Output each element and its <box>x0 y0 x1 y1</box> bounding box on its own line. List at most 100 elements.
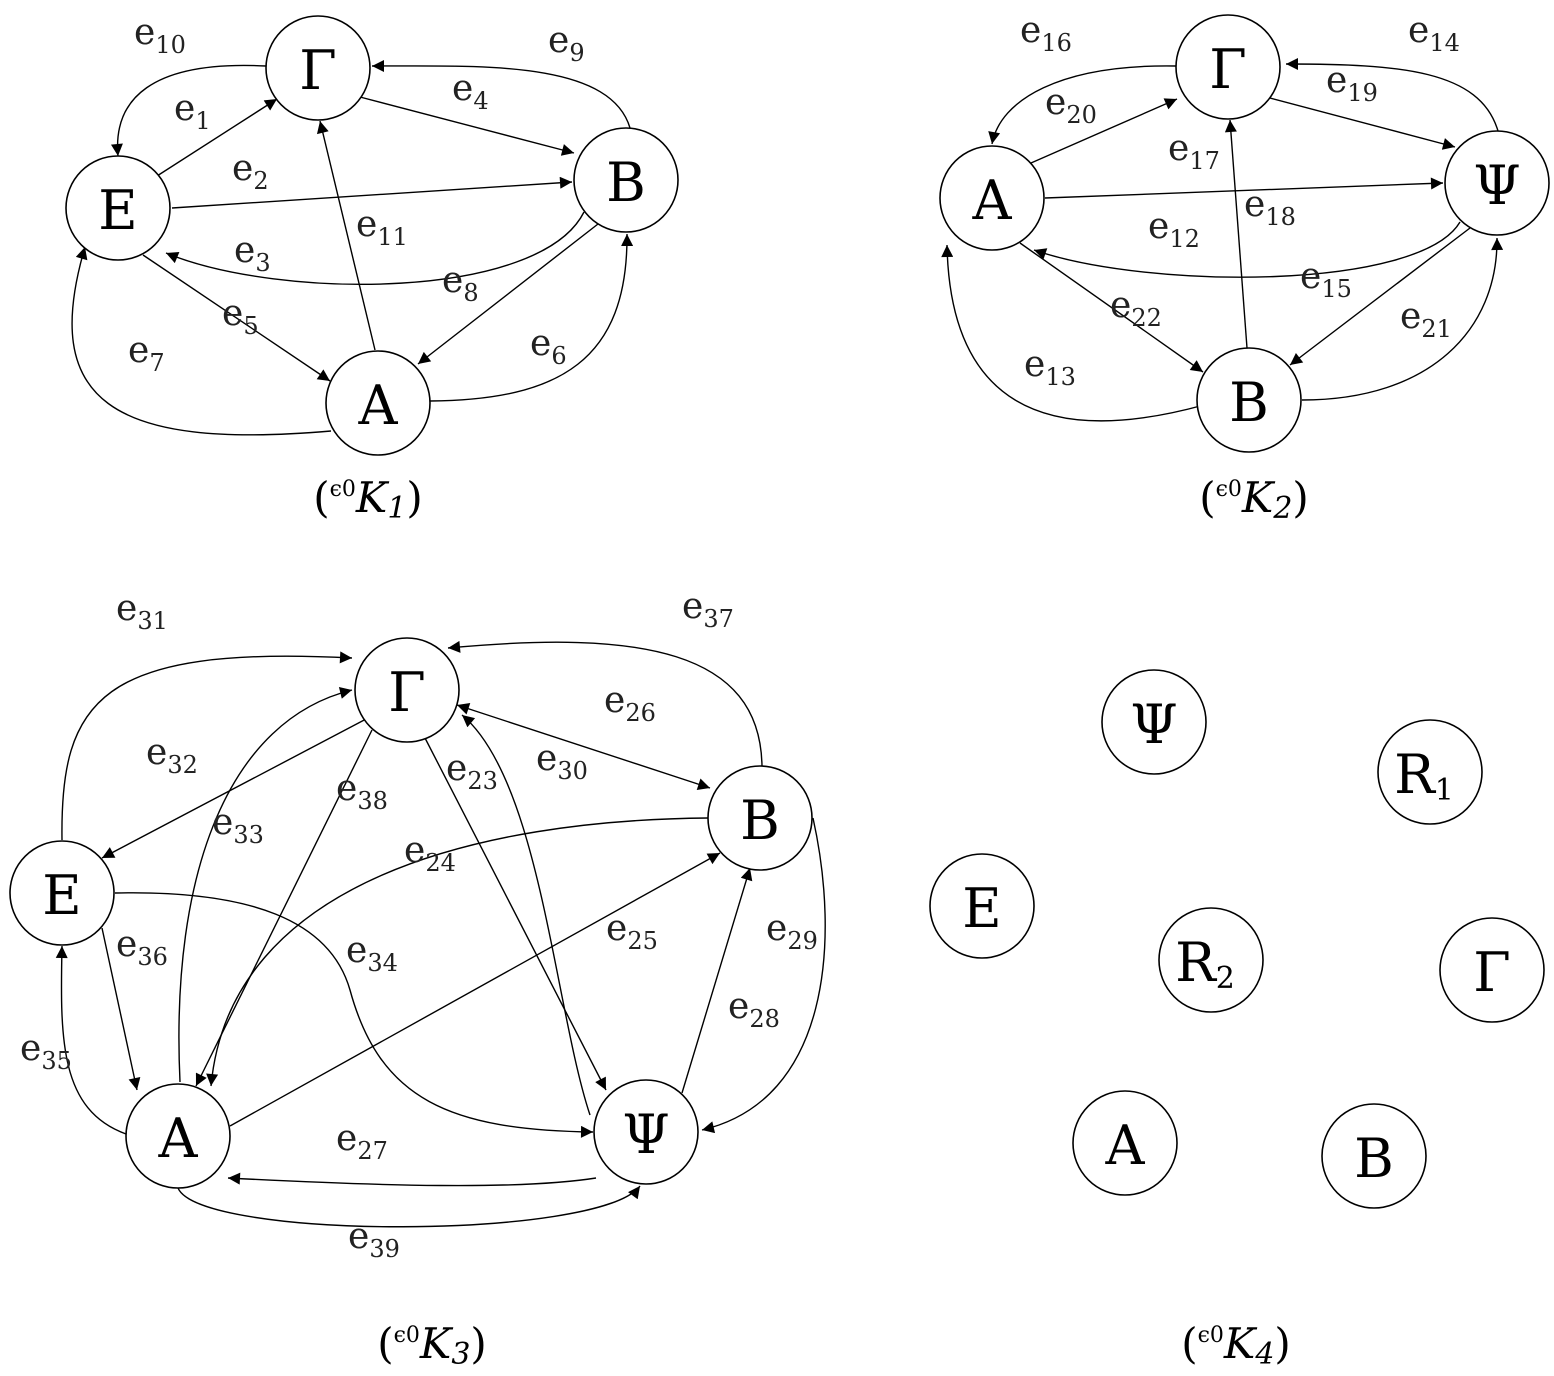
edge-e8 <box>417 223 599 365</box>
node-label: A <box>1105 1114 1146 1177</box>
edge-label-e8: e8 <box>442 260 479 307</box>
edge-e3 <box>165 211 585 285</box>
edge-label-e20: e20 <box>1045 82 1097 129</box>
node-label: R1 <box>1394 743 1454 808</box>
edge-e19 <box>1269 97 1456 150</box>
edge-e6 <box>429 233 634 402</box>
node-K3-E: E <box>9 840 115 946</box>
node-circle <box>9 840 115 946</box>
node-circle <box>1158 907 1264 1013</box>
node-circle <box>1377 719 1483 825</box>
edge-label-e1: e1 <box>174 88 211 135</box>
node-label: Γ <box>1209 38 1246 101</box>
node-K2-P: Ψ <box>1444 130 1550 236</box>
node-K4-R2: R2 <box>1158 907 1264 1013</box>
edge-e39 <box>177 1185 641 1228</box>
edge-label-e7: e7 <box>128 330 165 377</box>
edge-e31 <box>61 651 353 841</box>
node-K4-G: Γ <box>1439 917 1545 1023</box>
edge-label-e6: e6 <box>530 323 567 370</box>
node-label: B <box>740 789 780 852</box>
node-K1-E: E <box>65 155 171 261</box>
edge-label-e24: e24 <box>404 830 456 877</box>
caption-K1: (ϵ0K1) <box>313 473 423 526</box>
caption-K3: (ϵ0K3) <box>377 1319 487 1372</box>
edge-e30 <box>461 714 591 1116</box>
node-circle <box>325 350 431 456</box>
edge-label-e16: e16 <box>1020 10 1072 57</box>
node-label: B <box>1354 1127 1394 1190</box>
edge-label-e21: e21 <box>1400 296 1452 343</box>
node-label: E <box>42 864 81 927</box>
edge-e36 <box>101 927 141 1091</box>
edge-label-e23: e23 <box>446 748 498 795</box>
edge-e38 <box>195 729 373 1087</box>
node-K4-B: B <box>1321 1103 1427 1209</box>
node-label: Γ <box>299 39 336 102</box>
edge-label-e17: e17 <box>1168 128 1220 175</box>
edge-label-e25: e25 <box>606 908 658 955</box>
edge-e26 <box>456 703 711 790</box>
node-K1-G: Γ <box>265 15 371 121</box>
edge-e33 <box>178 687 353 1083</box>
node-label: Γ <box>1473 941 1510 1004</box>
edge-label-e10: e10 <box>134 12 186 59</box>
node-K4-P: Ψ <box>1101 669 1207 775</box>
node-K2-B: B <box>1196 347 1302 453</box>
node-label: A <box>358 374 399 437</box>
edge-label-e22: e22 <box>1110 285 1162 332</box>
edge-label-e14: e14 <box>1408 10 1460 57</box>
edge-e7 <box>71 246 332 436</box>
edge-label-e36: e36 <box>116 924 168 971</box>
node-K4-R1: R1 <box>1377 719 1483 825</box>
edge-e9 <box>371 59 631 129</box>
edge-label-e28: e28 <box>728 986 780 1033</box>
edge-e15 <box>1289 227 1471 366</box>
edge-label-e11: e11 <box>356 204 408 251</box>
edge-label-e35: e35 <box>20 1028 72 1075</box>
node-K3-G: Γ <box>354 637 460 743</box>
edge-label-e12: e12 <box>1148 206 1200 253</box>
node-K4-E: E <box>929 853 1035 959</box>
edge-e11 <box>316 120 376 351</box>
node-K4-A: A <box>1072 1090 1178 1196</box>
edge-e29 <box>701 817 826 1134</box>
edge-e32 <box>101 717 369 859</box>
edge-e35 <box>55 945 127 1135</box>
node-circle <box>1439 917 1545 1023</box>
edge-e28 <box>681 867 753 1094</box>
edge-label-e18: e18 <box>1244 184 1296 231</box>
node-circle <box>125 1083 231 1189</box>
edge-label-e9: e9 <box>548 20 585 67</box>
node-label: Ψ <box>1473 154 1520 217</box>
node-label: Ψ <box>622 1103 669 1166</box>
edge-label-e13: e13 <box>1024 344 1076 391</box>
edge-e2 <box>171 176 573 209</box>
edge-e20 <box>1030 98 1178 164</box>
node-label: B <box>606 151 646 214</box>
node-circle <box>593 1079 699 1185</box>
node-circle <box>1444 130 1550 236</box>
node-circle <box>939 145 1045 251</box>
node-label: R2 <box>1175 931 1235 996</box>
edge-label-e27: e27 <box>336 1118 388 1165</box>
edge-label-e5: e5 <box>222 293 259 340</box>
node-circle <box>1175 14 1281 120</box>
edge-label-e34: e34 <box>346 930 398 977</box>
node-label: Γ <box>388 661 425 724</box>
edge-label-e2: e2 <box>232 148 269 195</box>
edge-e10 <box>110 64 267 157</box>
edge-label-e3: e3 <box>234 230 271 277</box>
edge-label-e26: e26 <box>604 680 656 727</box>
caption-K2: (ϵ0K2) <box>1199 473 1309 526</box>
edge-e27 <box>227 1172 597 1187</box>
node-circle <box>65 155 171 261</box>
edge-e37 <box>447 640 763 767</box>
node-label: E <box>98 179 137 242</box>
node-K1-A: A <box>325 350 431 456</box>
node-circle <box>1101 669 1207 775</box>
node-circle <box>1321 1103 1427 1209</box>
node-label: A <box>158 1107 199 1170</box>
edge-label-e19: e19 <box>1326 60 1378 107</box>
edge-label-e30: e30 <box>536 738 588 785</box>
